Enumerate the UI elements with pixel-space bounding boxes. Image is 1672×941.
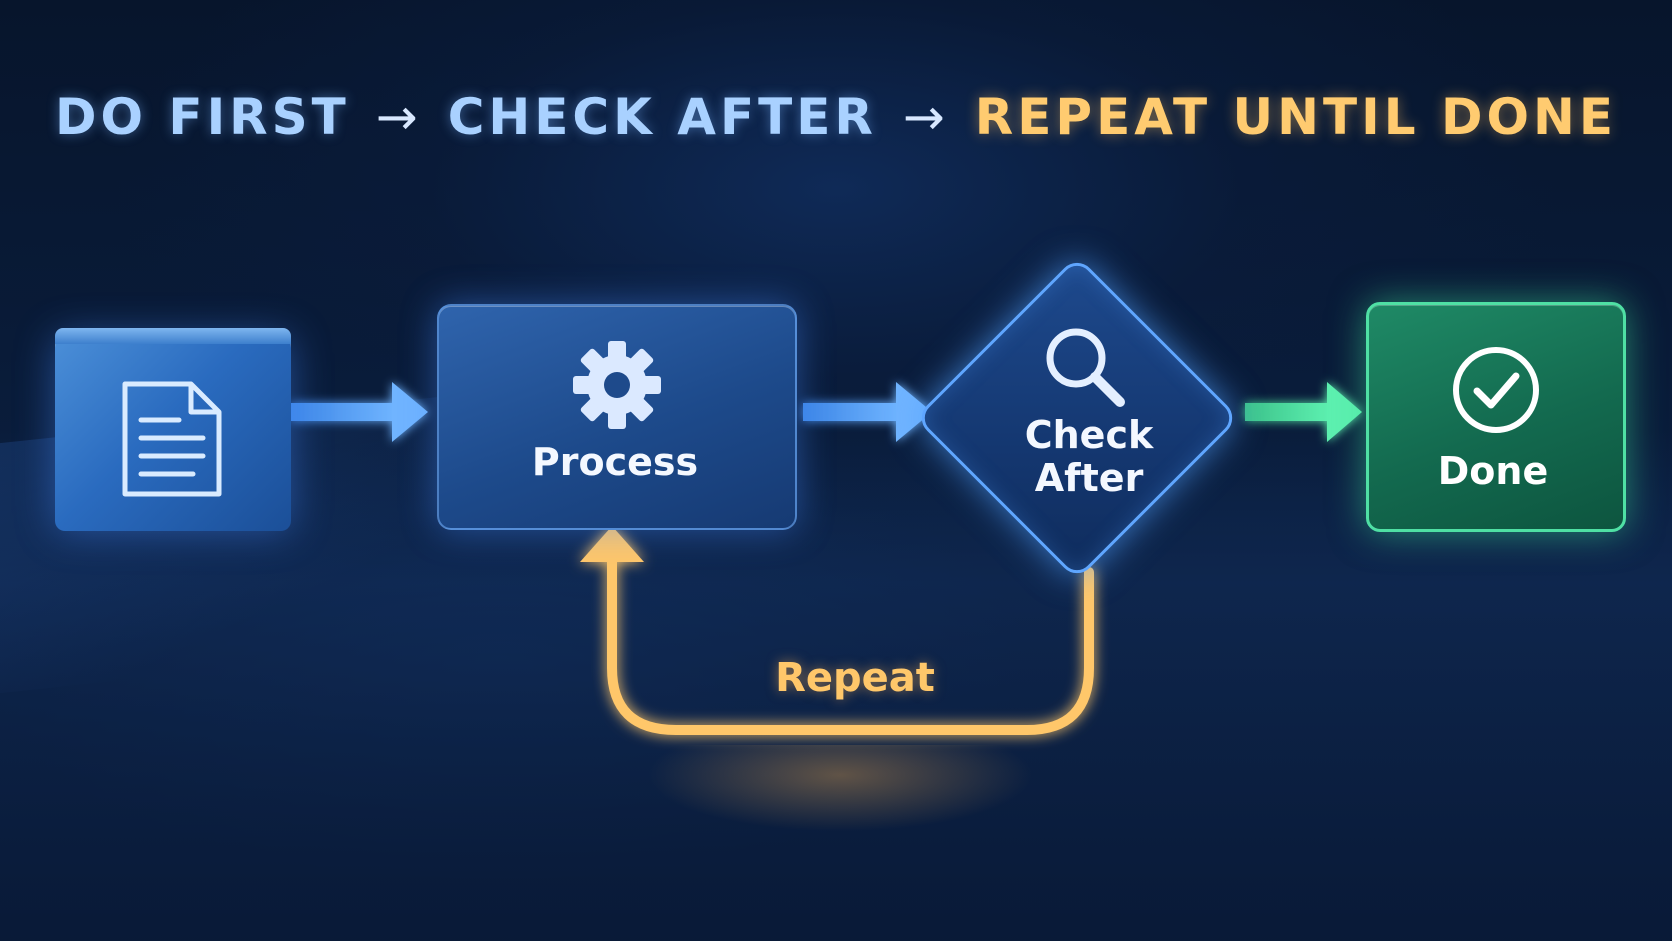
document-icon — [122, 381, 222, 497]
arrow-check-to-done — [1245, 382, 1362, 442]
arrow-check-to-done-shaft — [1245, 403, 1329, 421]
title-arrow-1: → — [375, 88, 422, 146]
arrow-check-to-done-head — [1327, 382, 1362, 442]
check-label-line2: After — [1034, 456, 1144, 500]
repeat-loop-path — [607, 555, 1094, 735]
arrow-process-to-check — [803, 382, 932, 442]
arrow-doc-to-process-shaft — [291, 403, 394, 421]
title-step-check-after: CHECK AFTER — [447, 88, 877, 146]
title-step-do-first: DO FIRST — [55, 88, 350, 146]
repeat-loop-arrow — [580, 526, 1094, 735]
input-document-node — [55, 328, 291, 531]
check-after-label: Check After — [984, 414, 1194, 500]
done-label: Done — [1437, 449, 1549, 493]
title-arrow-2: → — [902, 88, 949, 146]
process-label: Process — [531, 440, 699, 484]
arrow-doc-to-process — [291, 382, 428, 442]
done-node — [1366, 302, 1626, 532]
diagram-title: DO FIRST → CHECK AFTER → REPEAT UNTIL DONE — [0, 88, 1672, 146]
checkmark-circle-icon — [1453, 347, 1539, 433]
arrow-doc-to-process-head — [392, 382, 428, 442]
repeat-loop-label: Repeat — [775, 655, 935, 701]
arrow-process-to-check-head — [896, 382, 932, 442]
process-node — [437, 304, 797, 530]
loop-reflection — [600, 745, 1080, 895]
magnifier-icon — [1046, 328, 1125, 407]
gear-icon — [573, 341, 661, 429]
title-step-repeat: REPEAT UNTIL DONE — [974, 88, 1617, 146]
repeat-loop-head — [580, 526, 644, 562]
check-label-line1: Check — [1024, 413, 1154, 457]
arrow-process-to-check-shaft — [803, 403, 898, 421]
